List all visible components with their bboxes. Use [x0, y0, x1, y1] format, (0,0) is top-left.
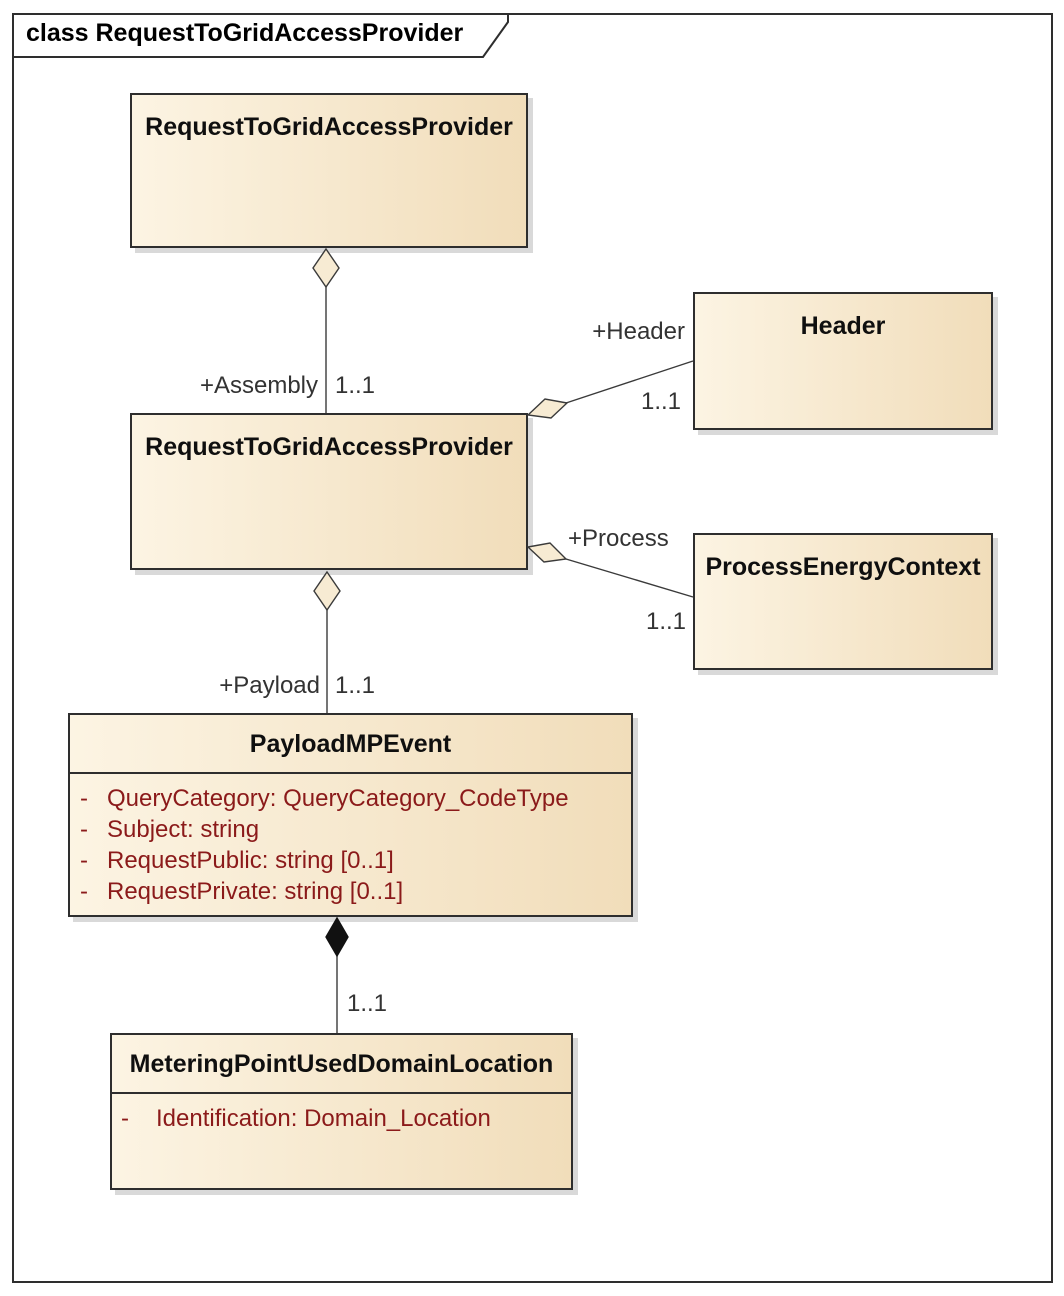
process-role-label: +Process	[568, 525, 669, 552]
process-connector[interactable]	[565, 558, 694, 598]
class-box-meteringpointuseddomainlocation[interactable]: MeteringPointUsedDomainLocation - Identi…	[110, 1033, 573, 1190]
class-box-payloadmpevent[interactable]: PayloadMPEvent - QueryCategory: QueryCat…	[68, 713, 633, 917]
assembly-role-label: +Assembly	[199, 372, 318, 399]
attribute-row: - Identification: Domain_Location	[112, 1103, 571, 1134]
attribute-row: - RequestPublic: string [0..1]	[70, 845, 631, 876]
class-name: ProcessEnergyContext	[705, 553, 981, 581]
class-header-compartment: MeteringPointUsedDomainLocation	[112, 1035, 571, 1094]
attribute-visibility: -	[80, 816, 88, 843]
header-aggregation-diamond-icon	[526, 398, 569, 419]
attribute-text: Identification: Domain_Location	[156, 1105, 491, 1132]
process-aggregation-diamond-icon	[526, 542, 568, 563]
attribute-visibility: -	[80, 785, 88, 812]
attribute-visibility: -	[80, 847, 88, 874]
assembly-multiplicity-label: 1..1	[335, 372, 376, 399]
class-name: RequestToGridAccessProvider	[145, 113, 513, 141]
class-box-header[interactable]: Header	[693, 292, 993, 430]
attribute-row: - RequestPrivate: string [0..1]	[70, 876, 631, 907]
attribute-text: RequestPrivate: string [0..1]	[107, 878, 404, 905]
attribute-row: - QueryCategory: QueryCategory_CodeType	[70, 783, 631, 814]
payload-aggregation-diamond-icon	[313, 570, 341, 612]
payload-role-label: +Payload	[219, 672, 320, 699]
attribute-visibility: -	[80, 878, 88, 905]
class-name: RequestToGridAccessProvider	[145, 433, 513, 461]
class-header-compartment: PayloadMPEvent	[70, 715, 631, 774]
attribute-text: RequestPublic: string [0..1]	[107, 847, 394, 874]
assembly-aggregation-diamond-icon	[312, 247, 340, 289]
attribute-text: Subject: string	[107, 816, 260, 843]
header-role-label: +Header	[592, 318, 685, 345]
attribute-text: QueryCategory: QueryCategory_CodeType	[107, 785, 569, 812]
attribute-row: - Subject: string	[70, 814, 631, 845]
class-name: PayloadMPEvent	[249, 729, 452, 758]
class-name: Header	[800, 312, 886, 340]
class-name: MeteringPointUsedDomainLocation	[129, 1049, 554, 1078]
header-multiplicity-label: 1..1	[641, 388, 682, 415]
class-box-requesttogridaccessprovider-top[interactable]: RequestToGridAccessProvider	[130, 93, 528, 248]
metering-multiplicity-label: 1..1	[347, 990, 388, 1017]
class-attributes-compartment: - Identification: Domain_Location	[112, 1094, 571, 1134]
class-box-processenergycontext[interactable]: ProcessEnergyContext	[693, 533, 993, 670]
metering-composition-diamond-icon	[325, 916, 349, 958]
class-box-requesttogridaccessprovider-mid[interactable]: RequestToGridAccessProvider	[130, 413, 528, 570]
attribute-visibility: -	[121, 1105, 129, 1132]
payload-multiplicity-label: 1..1	[335, 672, 376, 699]
diagram-title: class RequestToGridAccessProvider	[26, 19, 464, 47]
process-multiplicity-label: 1..1	[646, 608, 687, 635]
class-attributes-compartment: - QueryCategory: QueryCategory_CodeType …	[70, 774, 631, 907]
